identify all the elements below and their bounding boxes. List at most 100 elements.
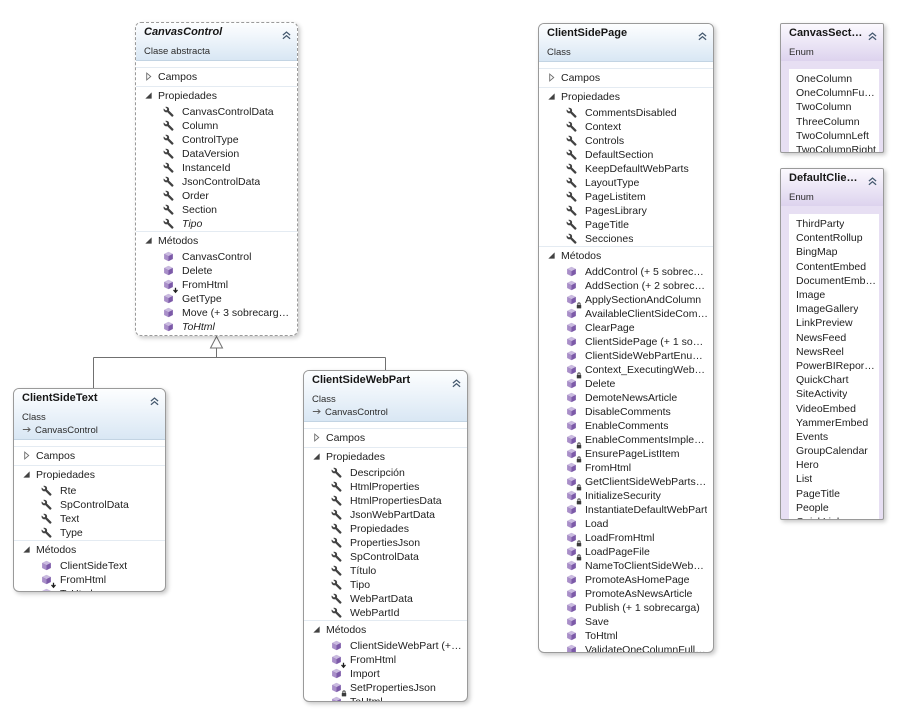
collapse-chevron-icon[interactable]	[149, 393, 160, 411]
member-row[interactable]: DataVersion	[136, 147, 297, 161]
member-row[interactable]: HtmlProperties	[304, 480, 467, 494]
chevron-expanded-icon[interactable]	[547, 88, 556, 106]
collapse-chevron-icon[interactable]	[867, 28, 878, 46]
enum-value-row[interactable]: NewsReel	[796, 345, 877, 359]
chevron-expanded-icon[interactable]	[22, 466, 31, 484]
enum-value-row[interactable]: LinkPreview	[796, 316, 877, 330]
member-row[interactable]: DemoteNewsArticle	[539, 391, 713, 405]
member-row[interactable]: Tipo	[304, 578, 467, 592]
section-campos[interactable]: Campos	[14, 446, 165, 465]
member-row[interactable]: DefaultSection	[539, 148, 713, 162]
member-row[interactable]: FromHtml	[304, 653, 467, 669]
enum-value-row[interactable]: GroupCalendar	[796, 444, 877, 458]
member-row[interactable]: Text	[14, 512, 165, 526]
collapse-chevron-icon[interactable]	[697, 28, 708, 46]
enum-value-row[interactable]: SiteActivity	[796, 387, 877, 401]
member-row[interactable]: Context_ExecutingWebRequest	[539, 363, 713, 379]
member-row[interactable]: EnableComments	[539, 419, 713, 433]
member-row[interactable]: EnsurePageListItem	[539, 447, 713, 463]
section-metodos[interactable]: Métodos	[304, 620, 467, 639]
member-row[interactable]: LayoutType	[539, 176, 713, 190]
member-row[interactable]: Import	[304, 667, 467, 681]
member-row[interactable]: ClientSideWebPartEnumToName	[539, 349, 713, 363]
section-campos[interactable]: Campos	[136, 67, 297, 86]
member-row[interactable]: ToHtml	[304, 695, 467, 701]
enum-value-row[interactable]: ContentRollup	[796, 231, 877, 245]
member-row[interactable]: InitializeSecurity	[539, 489, 713, 505]
member-row[interactable]: FromHtml	[14, 573, 165, 589]
member-row[interactable]: Column	[136, 119, 297, 133]
chevron-expanded-icon[interactable]	[547, 247, 556, 265]
member-row[interactable]: Controls	[539, 134, 713, 148]
member-row[interactable]: AddSection (+ 2 sobrecargas)	[539, 279, 713, 293]
member-row[interactable]: ClientSideWebPart (+ 1 sobr...	[304, 639, 467, 653]
member-row[interactable]: FromHtml	[539, 461, 713, 475]
collapse-chevron-icon[interactable]	[867, 173, 878, 191]
member-row[interactable]: AvailableClientSideComponents (...	[539, 307, 713, 321]
member-row[interactable]: WebPartData	[304, 592, 467, 606]
section-metodos[interactable]: Métodos	[539, 246, 713, 265]
member-row[interactable]: WebPartId	[304, 606, 467, 620]
enum-value-row[interactable]: ThirdParty	[796, 217, 877, 231]
member-row[interactable]: PromoteAsHomePage	[539, 573, 713, 587]
member-row[interactable]: Context	[539, 120, 713, 134]
enum-value-row[interactable]: Hero	[796, 458, 877, 472]
member-row[interactable]: SpControlData	[304, 550, 467, 564]
enum-value-row[interactable]: TwoColumnRight	[796, 143, 877, 152]
member-row[interactable]: Load	[539, 517, 713, 531]
member-row[interactable]: LoadFromHtml	[539, 531, 713, 547]
enum-value-row[interactable]: NewsFeed	[796, 331, 877, 345]
enum-value-row[interactable]: ContentEmbed	[796, 260, 877, 274]
enum-box-defaultclientsidewebparts[interactable]: DefaultClientSid...EnumThirdPartyContent…	[780, 168, 884, 520]
member-row[interactable]: Save	[539, 615, 713, 629]
chevron-expanded-icon[interactable]	[144, 232, 153, 250]
collapse-chevron-icon[interactable]	[281, 27, 292, 45]
member-row[interactable]: Propiedades	[304, 522, 467, 536]
member-row[interactable]: GetType	[136, 292, 297, 306]
enum-value-row[interactable]: PowerBIReportEmbed	[796, 359, 877, 373]
member-row[interactable]: EnableCommentsImplementation	[539, 433, 713, 449]
member-row[interactable]: ClearPage	[539, 321, 713, 335]
member-row[interactable]: ToHtml	[14, 587, 165, 591]
section-campos[interactable]: Campos	[304, 428, 467, 447]
member-row[interactable]: Order	[136, 189, 297, 203]
enum-value-row[interactable]: QuickChart	[796, 373, 877, 387]
chevron-expanded-icon[interactable]	[22, 541, 31, 559]
chevron-collapsed-icon[interactable]	[312, 429, 321, 447]
member-row[interactable]: Título	[304, 564, 467, 578]
enum-value-row[interactable]: List	[796, 472, 877, 486]
member-row[interactable]: HtmlPropertiesData	[304, 494, 467, 508]
section-campos[interactable]: Campos	[539, 68, 713, 87]
chevron-collapsed-icon[interactable]	[547, 69, 556, 87]
enum-box-canvassectiontemplate[interactable]: CanvasSectionT...EnumOneColumnOneColumnF…	[780, 23, 884, 153]
member-row[interactable]: Delete	[539, 377, 713, 391]
member-row[interactable]: PagesLibrary	[539, 204, 713, 218]
member-row[interactable]: Descripción	[304, 466, 467, 480]
member-row[interactable]: KeepDefaultWebParts	[539, 162, 713, 176]
member-row[interactable]: ToHtml	[539, 629, 713, 643]
member-row[interactable]: PromoteAsNewsArticle	[539, 587, 713, 601]
enum-value-row[interactable]: TwoColumn	[796, 100, 877, 114]
enum-value-row[interactable]: Events	[796, 430, 877, 444]
collapse-chevron-icon[interactable]	[451, 375, 462, 393]
chevron-collapsed-icon[interactable]	[144, 68, 153, 86]
member-row[interactable]: Publish (+ 1 sobrecarga)	[539, 601, 713, 615]
member-row[interactable]: LoadPageFile	[539, 545, 713, 561]
chevron-collapsed-icon[interactable]	[22, 447, 31, 465]
member-row[interactable]: InstantiateDefaultWebPart	[539, 503, 713, 517]
member-row[interactable]: Tipo	[136, 217, 297, 231]
member-row[interactable]: ApplySectionAndColumn	[539, 293, 713, 309]
member-row[interactable]: ControlType	[136, 133, 297, 147]
enum-value-row[interactable]: BingMap	[796, 245, 877, 259]
section-propiedades[interactable]: Propiedades	[14, 465, 165, 484]
chevron-expanded-icon[interactable]	[144, 87, 153, 105]
member-row[interactable]: FromHtml	[136, 278, 297, 294]
member-row[interactable]: AddControl (+ 5 sobrecargas)	[539, 265, 713, 279]
member-row[interactable]: JsonWebPartData	[304, 508, 467, 522]
member-row[interactable]: CanvasControlData	[136, 105, 297, 119]
enum-value-row[interactable]: PageTitle	[796, 487, 877, 501]
section-propiedades[interactable]: Propiedades	[539, 87, 713, 106]
